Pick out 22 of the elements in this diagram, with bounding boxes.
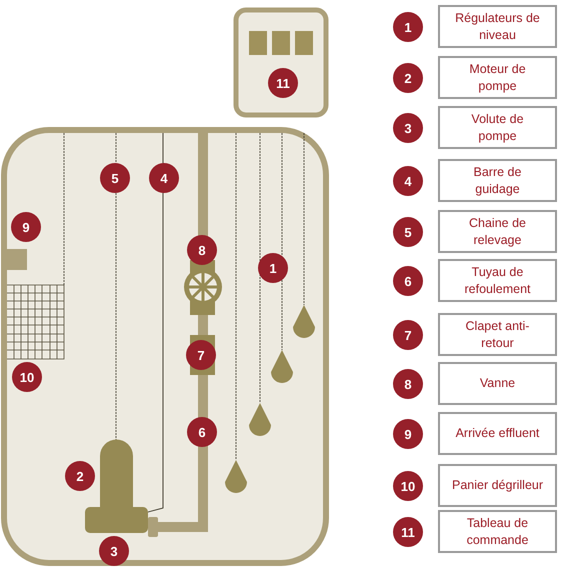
legend-label: Barre de guidage [438,159,557,202]
callout-number: 2 [393,63,423,93]
legend-label: Panier dégrilleur [438,464,557,507]
legend-label: Régulateurs de niveau [438,5,557,48]
legend-label: Vanne [438,362,557,405]
legend-label: Moteur de pompe [438,56,557,99]
callout-number: 9 [393,419,423,449]
callout-number: 5 [393,217,423,247]
legend-label: Tuyau de refoulement [438,259,557,302]
callout-number: 11 [393,517,423,547]
callout-number: 3 [393,113,423,143]
callout-number: 1 [393,12,423,42]
callout-number: 4 [393,166,423,196]
callout-number: 6 [393,266,423,296]
legend-label: Chaine de relevage [438,210,557,253]
legend-label: Volute de pompe [438,106,557,149]
legend-label: Tableau de commande [438,510,557,553]
legend-label: Arrivée effluent [438,412,557,455]
callout-number: 10 [393,471,423,501]
callout-number: 7 [393,320,423,350]
callout-number: 8 [393,369,423,399]
legend-label: Clapet anti-retour [438,313,557,356]
